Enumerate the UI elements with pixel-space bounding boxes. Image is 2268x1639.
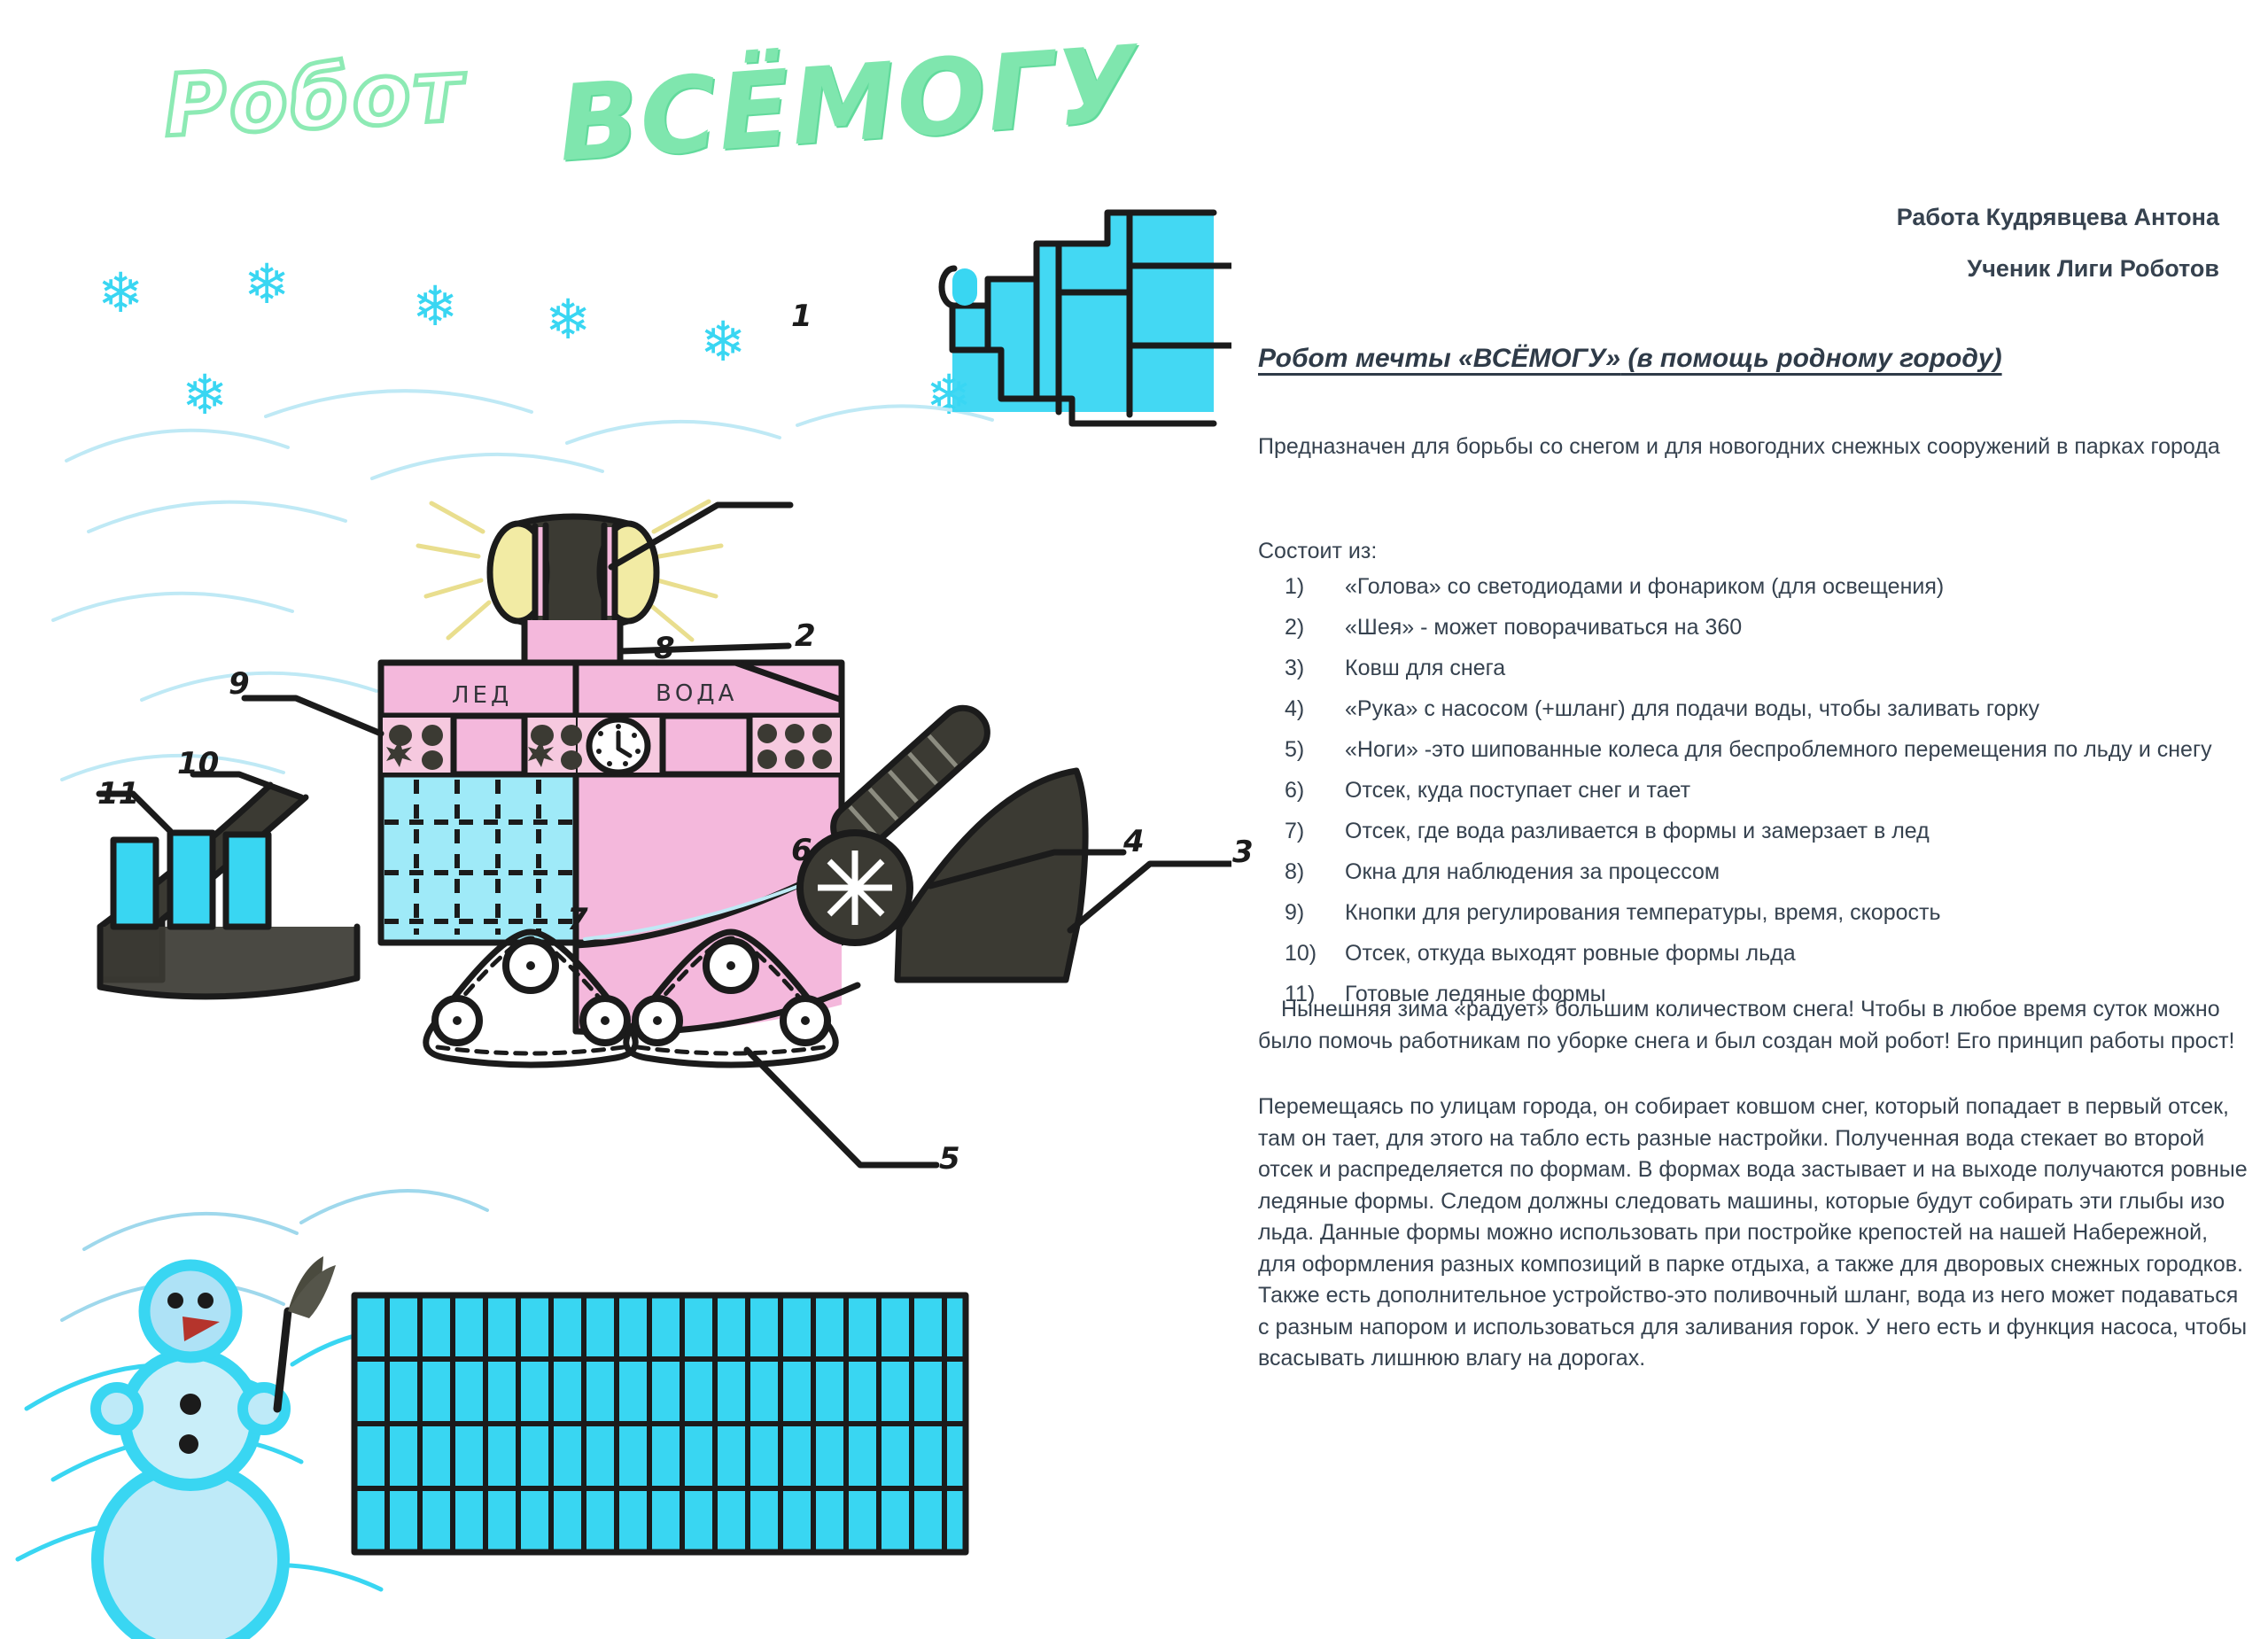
- list-item-number: 8): [1285, 859, 1305, 884]
- robot: [97, 499, 1089, 1068]
- snowflake-icon: ❄: [244, 252, 290, 316]
- robot-head: [486, 513, 660, 633]
- document-title-sub: (в помощь родному городу): [1620, 344, 2002, 373]
- control-buttons-ice: [386, 725, 443, 770]
- list-item-number: 6): [1285, 778, 1305, 803]
- list-item-number: 7): [1285, 819, 1305, 843]
- head-light-rays: [416, 499, 724, 642]
- clock-gauge: [586, 716, 651, 776]
- snowflake-icon: ❄: [412, 274, 458, 338]
- list-item-number: 11): [1285, 982, 1316, 1006]
- list-item: 5) «Ноги» -это шипованные колеса для бесп…: [1285, 737, 2268, 762]
- list-item-text: «Голова» со светодиодами и фонариком (дл…: [1345, 574, 1945, 599]
- control-buttons-water: [757, 724, 832, 769]
- robot-neck: [521, 617, 624, 666]
- list-item: 8) Окна для наблюдения за процессом: [1285, 859, 2268, 884]
- callout-5: 5: [939, 1141, 960, 1177]
- robot-body: [377, 659, 861, 1036]
- callout-9: 9: [229, 666, 250, 702]
- document-purpose: Предназначен для борьбы со снегом и для …: [1258, 434, 2220, 459]
- list-item: 9) Кнопки для регулирования температуры, …: [1285, 900, 2268, 925]
- snowman: [90, 1256, 336, 1639]
- callout-11: 11: [97, 776, 140, 812]
- callout-1: 1: [791, 299, 812, 334]
- list-item-text: Отсек, куда поступает снег и тает: [1345, 778, 1691, 803]
- callout-6: 6: [791, 833, 812, 868]
- callout-7: 7: [567, 902, 588, 937]
- list-item: 11) Готовые ледяные формы: [1285, 982, 2268, 1006]
- document-title-main: Робот мечты «ВСЁМОГУ»: [1258, 344, 1621, 373]
- snow-scoop: [894, 767, 1089, 983]
- list-item: 7) Отсек, где вода разливается в формы и …: [1285, 819, 2268, 843]
- track-assembly-right: [623, 928, 839, 1068]
- callout-leader-lines: [96, 501, 1231, 1169]
- list-item: 6) Отсек, куда поступает снег и тает: [1285, 778, 2268, 803]
- credit-school: Ученик Лиги Роботов: [1967, 255, 2219, 282]
- paragraph-intro: Нынешняя зима «радует» большим количеств…: [1258, 997, 2235, 1053]
- callout-4: 4: [1123, 824, 1145, 859]
- snowflake-icon: ❄: [545, 287, 591, 352]
- snowflake-icon: ❄: [700, 309, 746, 374]
- snow-drift-lines: [51, 389, 994, 781]
- robot-arm-hose: [796, 704, 990, 946]
- ice-fortress: [938, 209, 1231, 427]
- list-item-text: Окна для наблюдения за процессом: [1345, 859, 1720, 884]
- drawing-canvas: .ink { stroke:#1b1b1b; stroke-width:7; f…: [51, 209, 1231, 1169]
- hand-drawing-panel: Робот ВСЁМОГУ ❄ ❄ ❄ ❄ ❄ ❄ ❄ .ink { strok…: [15, 22, 1254, 1639]
- snowflake-icon: ❄: [182, 362, 228, 427]
- callout-2: 2: [795, 618, 816, 654]
- list-item-number: 4): [1285, 696, 1305, 721]
- list-item-text: Отсек, откуда выходят ровные формы льда: [1345, 941, 1796, 966]
- list-item-number: 5): [1285, 737, 1305, 762]
- consists-label: Состоит из:: [1258, 539, 1378, 563]
- ice-block-field: [351, 1292, 969, 1556]
- list-item-text: Готовые ледяные формы: [1345, 982, 1606, 1006]
- control-buttons-ice-2: [528, 725, 582, 770]
- list-item: 2) «Шея» - может поворачиваться на 360: [1285, 615, 2268, 640]
- panel-label-water: ВОДА: [656, 680, 738, 707]
- credit-author: Работа Кудрявцева Антона: [1896, 204, 2219, 230]
- finished-ice-blocks: [110, 829, 272, 930]
- snowflake-icon: ❄: [97, 260, 144, 325]
- list-item-text: «Шея» - может поворачиваться на 360: [1345, 615, 1743, 640]
- callout-8: 8: [654, 631, 675, 666]
- list-item-number: 2): [1285, 615, 1305, 640]
- list-item-number: 1): [1285, 574, 1305, 599]
- track-assembly-left: [423, 928, 639, 1068]
- list-item-number: 3): [1285, 656, 1305, 680]
- callout-3: 3: [1232, 835, 1254, 870]
- list-item: 1) «Голова» со светодиодами и фонариком (…: [1285, 574, 2268, 599]
- parts-list: 1) «Голова» со светодиодами и фонариком (…: [1285, 576, 2268, 1024]
- list-item: 3) Ковш для снега: [1285, 656, 2268, 680]
- list-item-text: «Рука» с насосом (+шланг) для подачи вод…: [1345, 696, 2039, 721]
- list-item: 10) Отсек, откуда выходят ровные формы ль…: [1285, 941, 2268, 966]
- document-panel: Работа Кудрявцева Антона Ученик Лиги Роб…: [1240, 0, 2268, 1620]
- list-item-text: Отсек, где вода разливается в формы и за…: [1345, 819, 1930, 843]
- list-item-number: 9): [1285, 900, 1305, 925]
- panel-label-ice: ЛЕД: [452, 682, 513, 709]
- list-item-text: «Ноги» -это шипованные колеса для беспро…: [1345, 737, 2212, 762]
- bottom-scene: [15, 1189, 969, 1639]
- list-item: 4) «Рука» с насосом (+шланг) для подачи в…: [1285, 696, 2268, 721]
- list-item-text: Кнопки для регулирования температуры, вр…: [1345, 900, 1941, 925]
- paragraph-operation: Перемещаясь по улицам города, он собирае…: [1258, 1094, 2248, 1371]
- list-item-number: 10): [1285, 941, 1317, 966]
- ice-mold-grid: [384, 780, 572, 935]
- document-title: Робот мечты «ВСЁМОГУ» (в помощь родному …: [1258, 344, 2002, 374]
- list-item-text: Ковш для снега: [1345, 656, 1506, 680]
- callout-10: 10: [177, 746, 220, 781]
